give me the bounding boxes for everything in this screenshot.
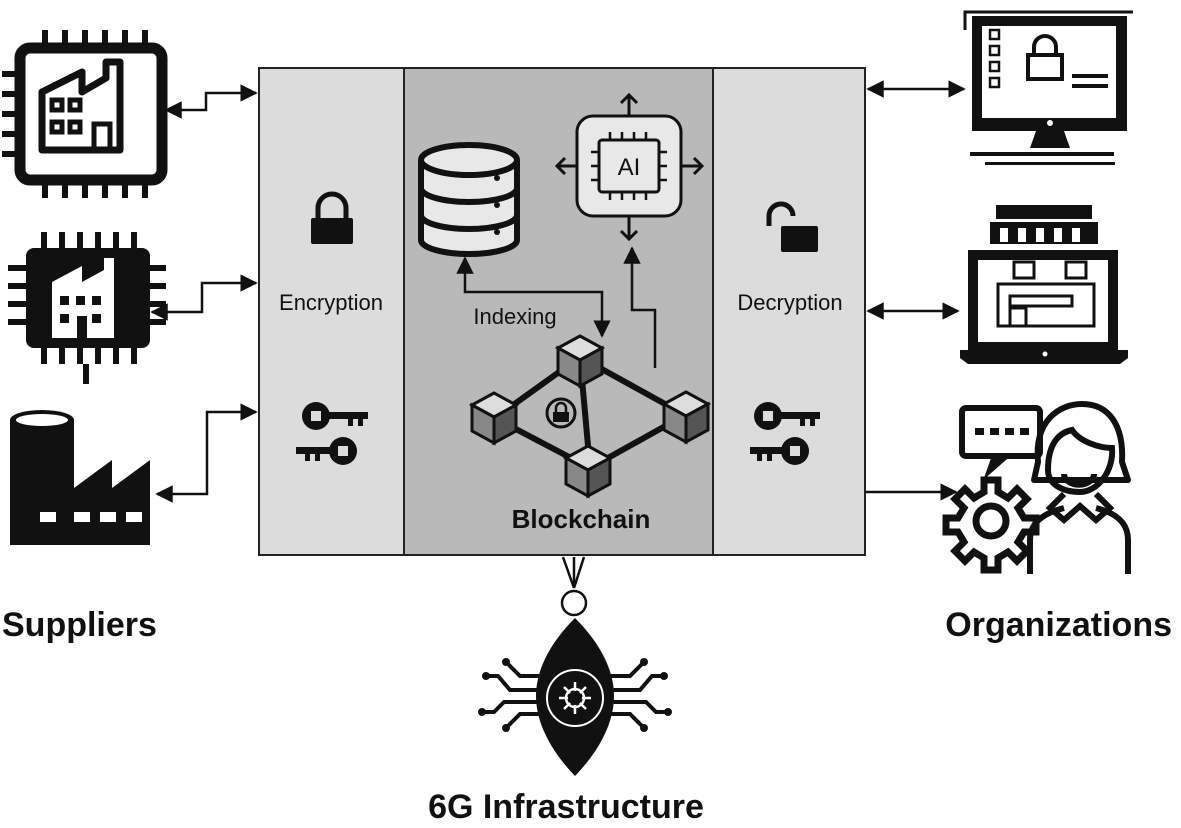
- decryption-panel: [712, 67, 866, 556]
- blockchain-label: Blockchain: [512, 504, 651, 534]
- supplier-2-arrow: [150, 274, 258, 321]
- block-node-bottom: [562, 444, 614, 499]
- cyber-eye-icon: [478, 618, 672, 776]
- lock-icon: [311, 191, 353, 244]
- support-agent-gear-icon: [942, 401, 1131, 574]
- blockchain-lock-icon: [545, 397, 577, 429]
- factory-chip-icon: [2, 30, 168, 198]
- building-chip-icon: [8, 232, 166, 384]
- locked-monitor-icon: [963, 10, 1133, 165]
- keys-icon: [750, 402, 820, 465]
- infrastructure-label: 6G Infrastructure: [428, 788, 704, 826]
- organizations-label: Organizations: [945, 606, 1172, 644]
- encryption-label: Encryption: [279, 290, 383, 315]
- block-node-top: [554, 334, 606, 389]
- factory-icon: [10, 410, 150, 545]
- block-node-right: [660, 390, 712, 445]
- encryption-panel: [258, 67, 405, 556]
- ai-connector: [623, 246, 657, 368]
- storefront-laptop-icon: [960, 205, 1128, 364]
- keys-icon: [296, 402, 368, 465]
- supplier-1-arrow: [164, 84, 258, 119]
- ai-chip-label: AI: [618, 154, 641, 181]
- decryption-label: Decryption: [737, 290, 842, 315]
- blockchain-network-icon: [468, 334, 712, 499]
- infrastructure-connector: [560, 556, 588, 617]
- ai-chip-icon: [554, 92, 705, 242]
- supplier-3-arrow: [155, 403, 258, 503]
- unlock-icon: [766, 201, 818, 252]
- block-node-left: [468, 391, 520, 446]
- indexing-connector: [456, 256, 611, 338]
- indexing-label: Indexing: [473, 304, 556, 329]
- suppliers-label: Suppliers: [2, 606, 157, 644]
- database-icon: [418, 142, 520, 257]
